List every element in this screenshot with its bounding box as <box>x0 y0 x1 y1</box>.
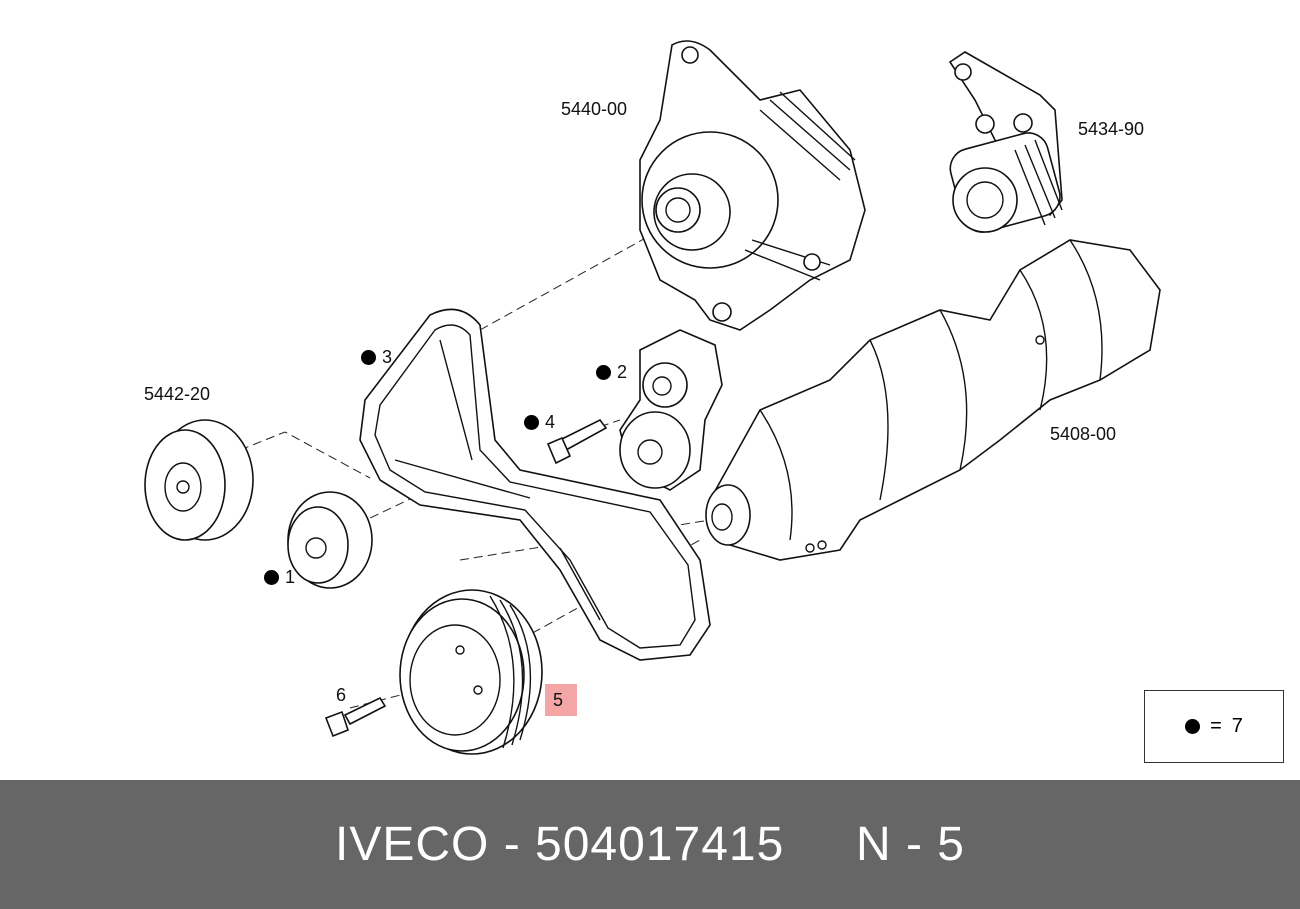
tensioner-2-drawing <box>619 329 723 491</box>
callout-6: 6 <box>336 685 347 705</box>
bolt-6-drawing <box>324 696 387 738</box>
callout-3: 3 <box>361 348 392 366</box>
callout-2: 2 <box>596 363 627 381</box>
belt-drawing <box>359 308 711 661</box>
callout-4: 4 <box>524 413 555 431</box>
callout-1: 1 <box>264 568 295 586</box>
highlighted-part-label[interactable]: 5 <box>545 684 577 716</box>
label-tensioner-assembly: 5434-90 <box>1078 119 1145 139</box>
callout-dot-icon <box>524 414 539 430</box>
callout-dot-icon <box>264 569 279 585</box>
callout-1-number: 1 <box>285 567 296 587</box>
bolt-4-drawing <box>546 418 608 465</box>
label-crankshaft: 5408-00 <box>1050 424 1117 444</box>
legend-box: = 7 <box>1144 690 1284 763</box>
parts-diagram: 5440-00 5434-90 5442-20 5408-00 1 2 3 4 … <box>144 40 1284 763</box>
legend-dot-icon <box>1185 719 1201 734</box>
assembly-line-alternator <box>479 229 661 331</box>
label-alternator: 5440-00 <box>561 99 628 119</box>
callout-2-number: 2 <box>617 362 628 382</box>
tensioner-assembly-drawing <box>948 51 1063 233</box>
parts-diagram-drawing <box>144 40 1161 755</box>
idler-pulley-drawing <box>144 419 254 541</box>
assembly-line-idler <box>239 431 371 479</box>
pulley-1-drawing <box>287 491 373 589</box>
footer-part-number: IVECO - 504017415 N - 5 <box>335 818 965 871</box>
callout-4-number: 4 <box>545 412 556 432</box>
damper-pulley-5-drawing <box>399 589 543 755</box>
label-idler-pulley: 5442-20 <box>144 384 211 404</box>
crankshaft-drawing <box>705 239 1161 561</box>
footer-bar: IVECO - 504017415 N - 5 <box>0 780 1300 909</box>
callout-3-number: 3 <box>382 347 393 367</box>
alternator-drawing <box>639 40 866 331</box>
legend-value: 7 <box>1231 715 1243 737</box>
callout-dot-icon <box>596 364 611 380</box>
callout-dot-icon <box>361 349 376 365</box>
legend-equals: = <box>1210 715 1222 737</box>
